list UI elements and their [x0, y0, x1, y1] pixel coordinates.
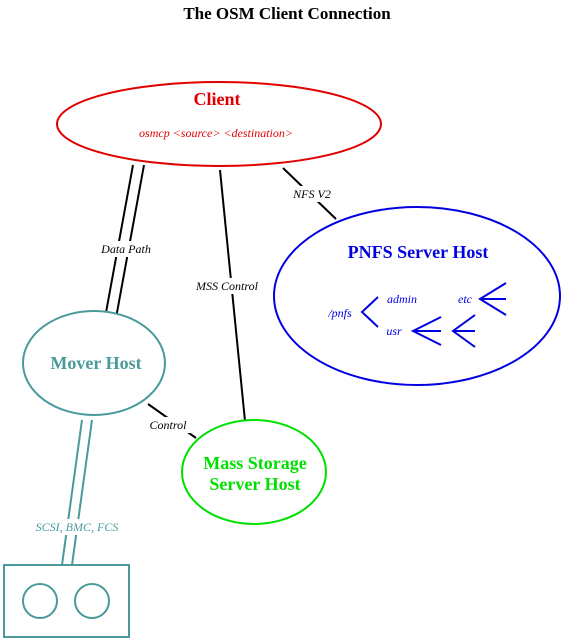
- pnfs-fork-icon: [360, 296, 379, 328]
- pnfs-ellipse: [273, 206, 561, 386]
- mass-storage-label-line2: Server Host: [209, 474, 300, 494]
- tree-admin-label: admin: [387, 292, 417, 306]
- scsi-label-bg: [28, 519, 126, 535]
- mass-storage-label-line1: Mass Storage: [203, 453, 306, 473]
- control-label: Control: [150, 418, 188, 432]
- nfs-v2-label-bg: [286, 186, 338, 202]
- control-label-bg: [144, 417, 192, 433]
- mss-control-line: [219, 169, 246, 422]
- tree-usr-label: usr: [386, 324, 402, 338]
- pnfs-label: PNFS Server Host: [348, 242, 489, 262]
- scsi-line-b: [71, 419, 93, 566]
- scsi-label: SCSI, BMC, FCS: [36, 520, 119, 534]
- data-path-label-bg: [94, 241, 158, 257]
- pnfs-server-node: PNFS Server Host /pnfs admin usr etc: [273, 206, 561, 386]
- tree-etc-label: etc: [458, 292, 473, 306]
- tape-reel-left-icon: [22, 583, 58, 619]
- mass-storage-node: Mass Storage Server Host: [181, 419, 327, 525]
- tree-branches: [360, 282, 507, 348]
- client-command: osmcp <source> <destination>: [139, 126, 293, 140]
- tape-drive-icon: [3, 564, 130, 638]
- scsi-line-a: [61, 419, 83, 566]
- client-label: Client: [194, 89, 241, 109]
- mover-ellipse: [22, 310, 166, 416]
- mss-control-label: MSS Control: [195, 279, 259, 293]
- tree-root-label: /pnfs: [327, 306, 352, 320]
- tape-reel-right-icon: [74, 583, 110, 619]
- mover-host-node: Mover Host: [22, 310, 166, 416]
- mss-control-label-bg: [189, 278, 265, 294]
- client-node: Client osmcp <source> <destination>: [56, 81, 382, 167]
- data-path-label: Data Path: [100, 242, 151, 256]
- diagram-title: The OSM Client Connection: [183, 4, 391, 23]
- nfs-v2-label: NFS V2: [292, 187, 331, 201]
- client-ellipse: [56, 81, 382, 167]
- mover-label: Mover Host: [50, 353, 141, 373]
- scsi-lines: [61, 419, 93, 566]
- mass-storage-ellipse: [181, 419, 327, 525]
